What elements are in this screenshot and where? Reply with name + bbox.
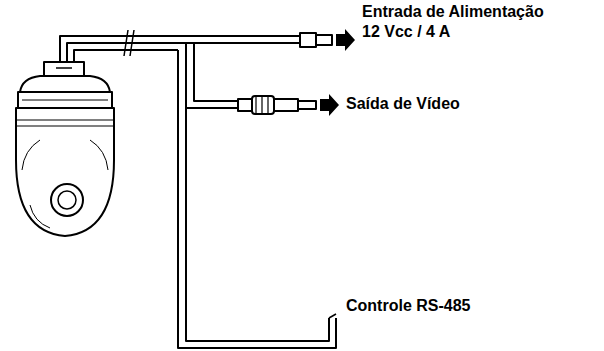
video-output-label: Saída de Vídeo	[346, 94, 460, 114]
power-input-label: Entrada de Alimentação	[362, 2, 544, 22]
rs485-control-label: Controle RS-485	[346, 296, 470, 316]
power-rating-label: 12 Vcc / 4 A	[362, 22, 450, 42]
